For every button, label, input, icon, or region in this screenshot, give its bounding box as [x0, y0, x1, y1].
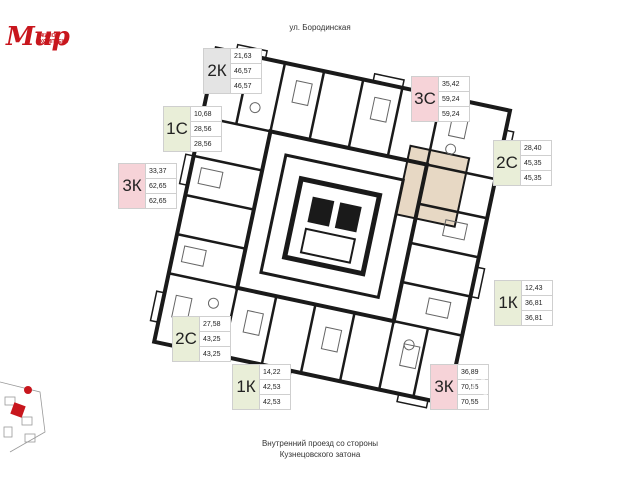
- total-area-with-balcony: 43,25: [203, 350, 221, 358]
- living-area: 28,40: [521, 141, 551, 156]
- apartment-card[interactable]: 3К 33,37 62,65 62,65: [118, 163, 177, 209]
- living-area: 21,63: [231, 49, 261, 64]
- apartment-areas: 14,22 42,53 42,53: [259, 365, 290, 409]
- logo-subtitle: ЖИЛОЙ КОМПЛЕКС: [40, 33, 69, 45]
- apartment-areas: 12,43 36,81 36,81: [521, 281, 552, 325]
- living-area: 36,89: [458, 365, 488, 380]
- street-top-label: ул. Бородинская: [289, 23, 351, 32]
- north-marker: [24, 386, 32, 394]
- corridor-wall: [259, 153, 406, 300]
- total-area: 43,25: [200, 332, 230, 347]
- apartment-areas: 10,68 28,56 28,56: [190, 107, 221, 151]
- living-area: 33,37: [146, 164, 176, 179]
- apartment-type: 3С: [412, 77, 438, 121]
- total-area: 59,24: [439, 92, 469, 107]
- apartment-card[interactable]: 1С 10,68 28,56 28,56: [163, 106, 222, 152]
- street-bottom-label: Внутренний проезд со стороны Кузнецовско…: [261, 439, 379, 459]
- living-area: 27,58: [200, 317, 230, 332]
- apartment-type: 1С: [164, 107, 190, 151]
- apartment-type: 2С: [173, 317, 199, 361]
- logo: Мир ЖИЛОЙ КОМПЛЕКС: [6, 22, 70, 58]
- total-area: 46,57: [231, 64, 261, 79]
- total-area-with-balcony: 62,65: [149, 197, 167, 205]
- total-area-with-balcony: 36,81: [525, 314, 543, 322]
- total-area: 36,81: [522, 296, 552, 311]
- floor-plan: [149, 43, 515, 409]
- living-area: 14,22: [260, 365, 290, 380]
- watermark: циан: [470, 368, 537, 399]
- apartment-card[interactable]: 2С 28,40 45,35 45,35: [493, 140, 552, 186]
- apartment-card[interactable]: 3К 36,89 70,55 70,55: [430, 364, 489, 410]
- apartment-areas: 33,37 62,65 62,65: [145, 164, 176, 208]
- apartment-type: 3К: [119, 164, 145, 208]
- living-area: 10,68: [191, 107, 221, 122]
- apartment-type: 3К: [431, 365, 457, 409]
- total-area: 70,55: [458, 380, 488, 395]
- apartment-areas: 36,89 70,55 70,55: [457, 365, 488, 409]
- total-area-with-balcony: 45,35: [524, 174, 542, 182]
- living-area: 12,43: [522, 281, 552, 296]
- apartment-card[interactable]: 2К 21,63 46,57 46,57: [203, 48, 262, 94]
- total-area: 62,65: [146, 179, 176, 194]
- apartment-card[interactable]: 3С 35,42 59,24 59,24: [411, 76, 470, 122]
- total-area-with-balcony: 59,24: [442, 110, 460, 118]
- living-area: 35,42: [439, 77, 469, 92]
- apartment-card[interactable]: 2С 27,58 43,25 43,25: [172, 316, 231, 362]
- elevator-shaft: [307, 196, 335, 227]
- total-area-with-balcony: 46,57: [234, 82, 252, 90]
- logo-script: Мир: [6, 22, 70, 52]
- total-area: 42,53: [260, 380, 290, 395]
- total-area-with-balcony: 70,55: [461, 398, 479, 406]
- apartment-areas: 28,40 45,35 45,35: [520, 141, 551, 185]
- apartment-type: 1К: [233, 365, 259, 409]
- apartment-areas: 27,58 43,25 43,25: [199, 317, 230, 361]
- total-area-with-balcony: 28,56: [194, 140, 212, 148]
- apartment-card[interactable]: 1К 12,43 36,81 36,81: [494, 280, 553, 326]
- site-minimap: [0, 381, 46, 453]
- apartment-type: 1К: [495, 281, 521, 325]
- total-area: 45,35: [521, 156, 551, 171]
- elevator-shaft: [334, 202, 362, 233]
- apartment-areas: 21,63 46,57 46,57: [230, 49, 261, 93]
- total-area-with-balcony: 42,53: [263, 398, 281, 406]
- apartment-type: 2К: [204, 49, 230, 93]
- stairwell: [299, 227, 357, 264]
- current-building-marker: [10, 402, 26, 418]
- apartment-type: 2С: [494, 141, 520, 185]
- total-area: 28,56: [191, 122, 221, 137]
- apartment-areas: 35,42 59,24 59,24: [438, 77, 469, 121]
- highlighted-apartment: [394, 144, 471, 228]
- apartment-card[interactable]: 1К 14,22 42,53 42,53: [232, 364, 291, 410]
